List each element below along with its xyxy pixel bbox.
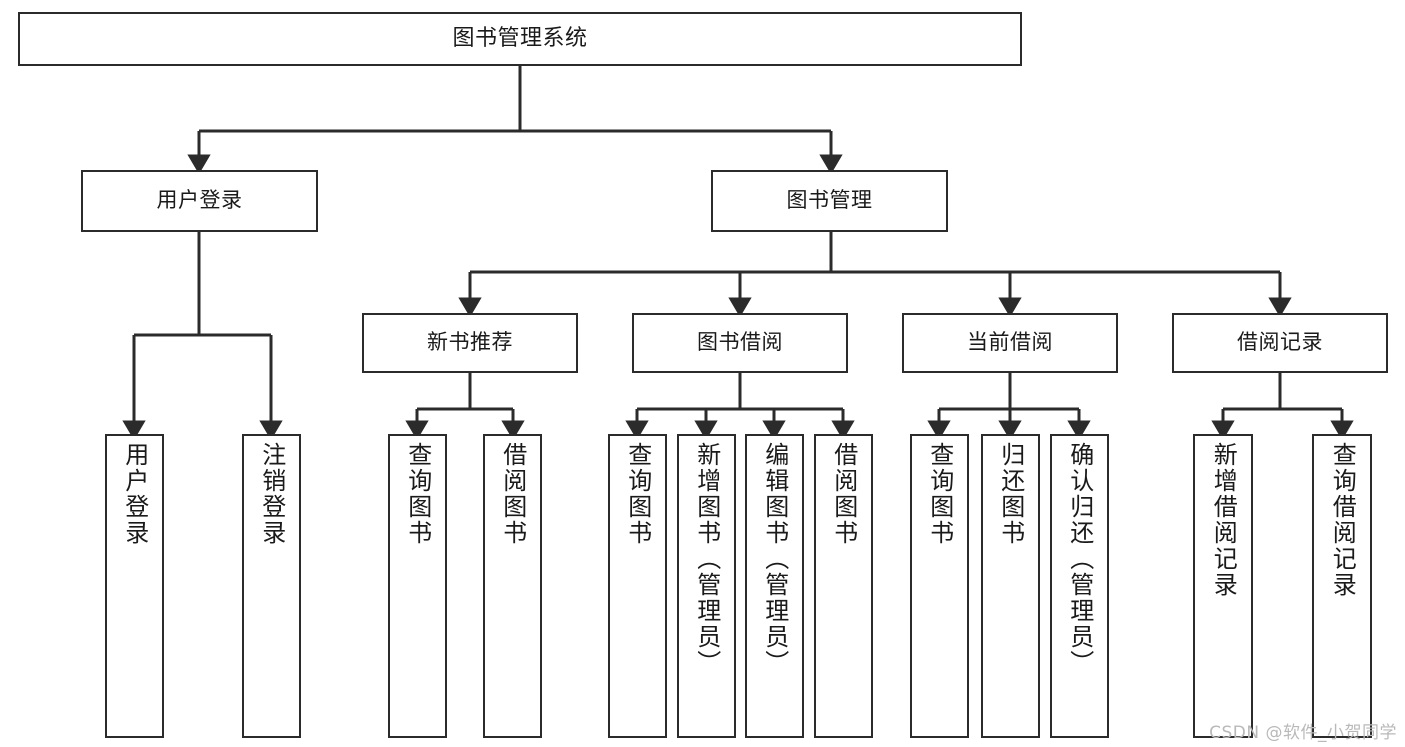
node-leaf-query-book-2-label: 查询图书 xyxy=(623,442,652,546)
node-leaf-confirm-return[interactable]: 确认归还（管理员） xyxy=(1050,434,1109,738)
node-leaf-query-record[interactable]: 查询借阅记录 xyxy=(1312,434,1372,738)
node-user-login-label: 用户登录 xyxy=(156,188,243,213)
node-leaf-confirm-return-label: 确认归还（管理员） xyxy=(1065,442,1094,676)
csdn-watermark: CSDN @软件_小贺同学 xyxy=(1209,723,1397,743)
node-leaf-query-record-label: 查询借阅记录 xyxy=(1328,442,1357,598)
node-leaf-borrow-book-2-label: 借阅图书 xyxy=(829,442,858,546)
node-leaf-logout[interactable]: 注销登录 xyxy=(242,434,301,738)
node-leaf-add-record[interactable]: 新增借阅记录 xyxy=(1193,434,1253,738)
node-leaf-user-login-label: 用户登录 xyxy=(120,442,149,546)
node-root[interactable]: 图书管理系统 xyxy=(18,12,1022,66)
node-leaf-return-book[interactable]: 归还图书 xyxy=(981,434,1040,738)
node-user-login[interactable]: 用户登录 xyxy=(81,170,318,232)
node-leaf-query-book-2[interactable]: 查询图书 xyxy=(608,434,667,738)
node-leaf-edit-book[interactable]: 编辑图书（管理员） xyxy=(745,434,804,738)
node-leaf-return-book-label: 归还图书 xyxy=(996,442,1025,546)
node-leaf-borrow-book-1-label: 借阅图书 xyxy=(498,442,527,546)
node-current-borrow-label: 当前借阅 xyxy=(967,330,1053,355)
node-book-manage-label: 图书管理 xyxy=(786,188,873,213)
node-leaf-logout-label: 注销登录 xyxy=(257,442,286,546)
node-leaf-add-book-label: 新增图书（管理员） xyxy=(692,442,721,676)
node-new-book-recommend[interactable]: 新书推荐 xyxy=(362,313,578,373)
node-new-book-recommend-label: 新书推荐 xyxy=(427,330,513,355)
node-leaf-query-book-3-label: 查询图书 xyxy=(925,442,954,546)
node-borrow-record[interactable]: 借阅记录 xyxy=(1172,313,1388,373)
node-book-manage[interactable]: 图书管理 xyxy=(711,170,948,232)
node-leaf-borrow-book-2[interactable]: 借阅图书 xyxy=(814,434,873,738)
node-leaf-query-book-1[interactable]: 查询图书 xyxy=(388,434,447,738)
node-book-borrow-label: 图书借阅 xyxy=(697,330,783,355)
node-book-borrow[interactable]: 图书借阅 xyxy=(632,313,848,373)
node-leaf-add-book[interactable]: 新增图书（管理员） xyxy=(677,434,736,738)
node-leaf-borrow-book-1[interactable]: 借阅图书 xyxy=(483,434,542,738)
node-current-borrow[interactable]: 当前借阅 xyxy=(902,313,1118,373)
node-leaf-user-login[interactable]: 用户登录 xyxy=(105,434,164,738)
node-leaf-query-book-3[interactable]: 查询图书 xyxy=(910,434,969,738)
node-borrow-record-label: 借阅记录 xyxy=(1237,330,1323,355)
node-root-label: 图书管理系统 xyxy=(452,25,588,51)
node-leaf-edit-book-label: 编辑图书（管理员） xyxy=(760,442,789,676)
node-leaf-add-record-label: 新增借阅记录 xyxy=(1209,442,1238,598)
node-leaf-query-book-1-label: 查询图书 xyxy=(403,442,432,546)
